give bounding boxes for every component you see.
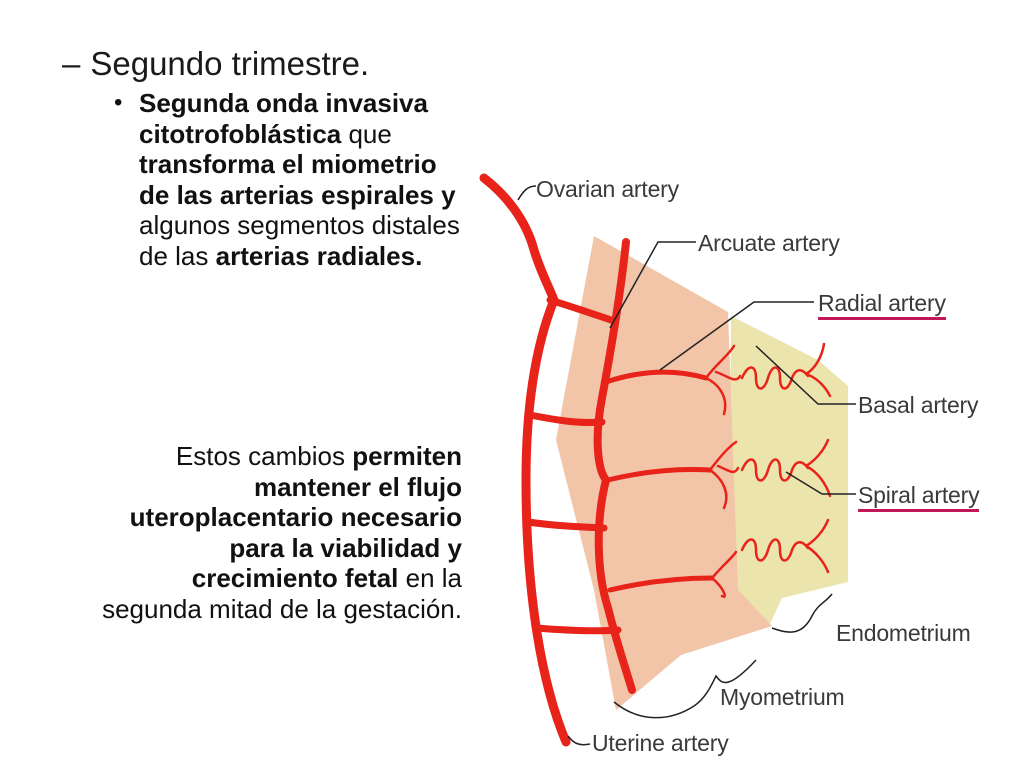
- spiral-leader: [785, 471, 856, 495]
- label-radial-artery: Radial artery: [818, 290, 946, 320]
- radial-artery-vessel: [605, 466, 713, 483]
- paragraph-text-2: en la segunda mitad de la gestación.: [102, 563, 462, 624]
- leader-lines: [517, 185, 856, 746]
- bullet-bold-1: Segunda onda invasiva citotrofoblástica: [139, 88, 428, 149]
- radial-artery-vessel: [603, 369, 709, 385]
- label-myometrium: Myometrium: [720, 684, 845, 710]
- connecting-branch: [524, 518, 608, 532]
- connecting-branch: [532, 624, 622, 635]
- bullet-text: Segunda onda invasiva citotrofoblástica …: [139, 88, 469, 271]
- paragraph-bold: permiten mantener el flujo uteroplacenta…: [129, 441, 462, 593]
- uterine-artery-vessel: [479, 173, 571, 747]
- arcuate-leader: [609, 241, 696, 329]
- radial-artery-vessel: [607, 575, 715, 593]
- basal-artery-vessel: [708, 440, 740, 510]
- spiral-artery-coil: [740, 518, 830, 574]
- label-basal-artery: Basal artery: [858, 392, 979, 418]
- uterine-leader: [567, 735, 591, 746]
- heading-text: Segundo trimestre.: [90, 45, 370, 82]
- bullet-bold-3: arterias radiales.: [215, 240, 423, 271]
- spiral-artery-coil: [740, 342, 832, 398]
- myometrium-brace: [613, 659, 757, 719]
- bullet-bold-2: transforma el miometrio de las arterias …: [139, 149, 456, 210]
- slide-heading: –Segundo trimestre.: [62, 44, 369, 84]
- connecting-branch: [546, 296, 615, 324]
- label-arcuate-artery: Arcuate artery: [698, 230, 840, 256]
- basal-artery-vessel: [704, 344, 742, 416]
- basal-leader: [755, 345, 856, 405]
- uterine-artery-diagram: Ovarian artery Arcuate artery Radial art…: [466, 150, 1024, 760]
- label-endometrium: Endometrium: [836, 620, 971, 646]
- artery-network: [479, 173, 832, 747]
- label-spiral-artery: Spiral artery: [858, 482, 980, 512]
- explanation-paragraph: Estos cambios permiten mantener el flujo…: [96, 441, 462, 624]
- label-uterine-artery: Uterine artery: [592, 730, 729, 756]
- radial-leader: [659, 301, 814, 371]
- diagram-illustration: [479, 173, 856, 747]
- label-ovarian-artery: Ovarian artery: [536, 176, 679, 202]
- basal-artery-vessel: [710, 550, 738, 599]
- spiral-artery-coil: [740, 438, 832, 498]
- heading-dash: –: [62, 45, 81, 82]
- endometrium-region: [730, 316, 848, 626]
- endometrium-brace: [771, 593, 833, 633]
- paragraph-text-1: Estos cambios: [175, 441, 353, 471]
- bullet-text-1: que: [341, 118, 392, 149]
- ovarian-leader: [517, 185, 537, 201]
- connecting-branch: [526, 411, 606, 426]
- bullet-text-2: algunos segmentos distales de las: [139, 210, 460, 271]
- bullet-dot: •: [114, 89, 123, 116]
